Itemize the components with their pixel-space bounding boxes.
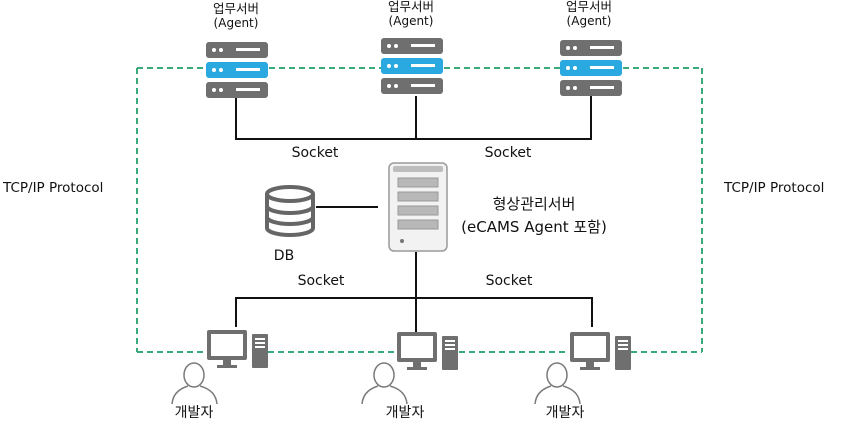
agent-server-3-subtitle: (Agent) [566,14,612,28]
pc-icon-1 [207,330,268,368]
tcpip-dashed-links [136,67,703,353]
tcpip-label-right: TCP/IP Protocol [724,180,825,196]
tcpip-label-left: TCP/IP Protocol [3,180,104,196]
person-icon-2 [361,362,408,405]
socket-label-top-left: Socket [291,145,339,161]
developer-label-1: 개발자 [174,405,214,421]
pc-icon-3 [570,332,631,370]
main-server-subtitle: (eCAMS Agent 포함) [461,218,607,236]
agent-server-2 [381,38,443,94]
socket-label-bottom-left: Socket [297,273,345,289]
person-icon-3 [534,362,581,405]
db-label: DB [273,248,295,264]
pc-icon-2 [397,332,458,370]
server-bus [235,96,592,140]
socket-label-top-right: Socket [484,145,532,161]
agent-server-1-subtitle: (Agent) [213,16,259,30]
developer-label-2: 개발자 [385,405,425,421]
agent-server-3 [560,40,622,96]
socket-label-bottom-right: Socket [485,273,533,289]
agent-server-2-title: 업무서버 [387,0,435,14]
socket-links [235,96,593,336]
agent-server-1 [206,42,268,98]
developer-label-3: 개발자 [545,405,585,421]
main-server-icon [388,162,448,252]
agent-server-1-title: 업무서버 [212,1,260,16]
agent-server-2-subtitle: (Agent) [388,14,434,28]
agent-server-3-title: 업무서버 [565,0,613,14]
main-server-title: 형상관리서버 [492,195,576,213]
person-icon-1 [171,362,218,405]
pc-bus [235,297,593,327]
database-icon [265,185,315,237]
